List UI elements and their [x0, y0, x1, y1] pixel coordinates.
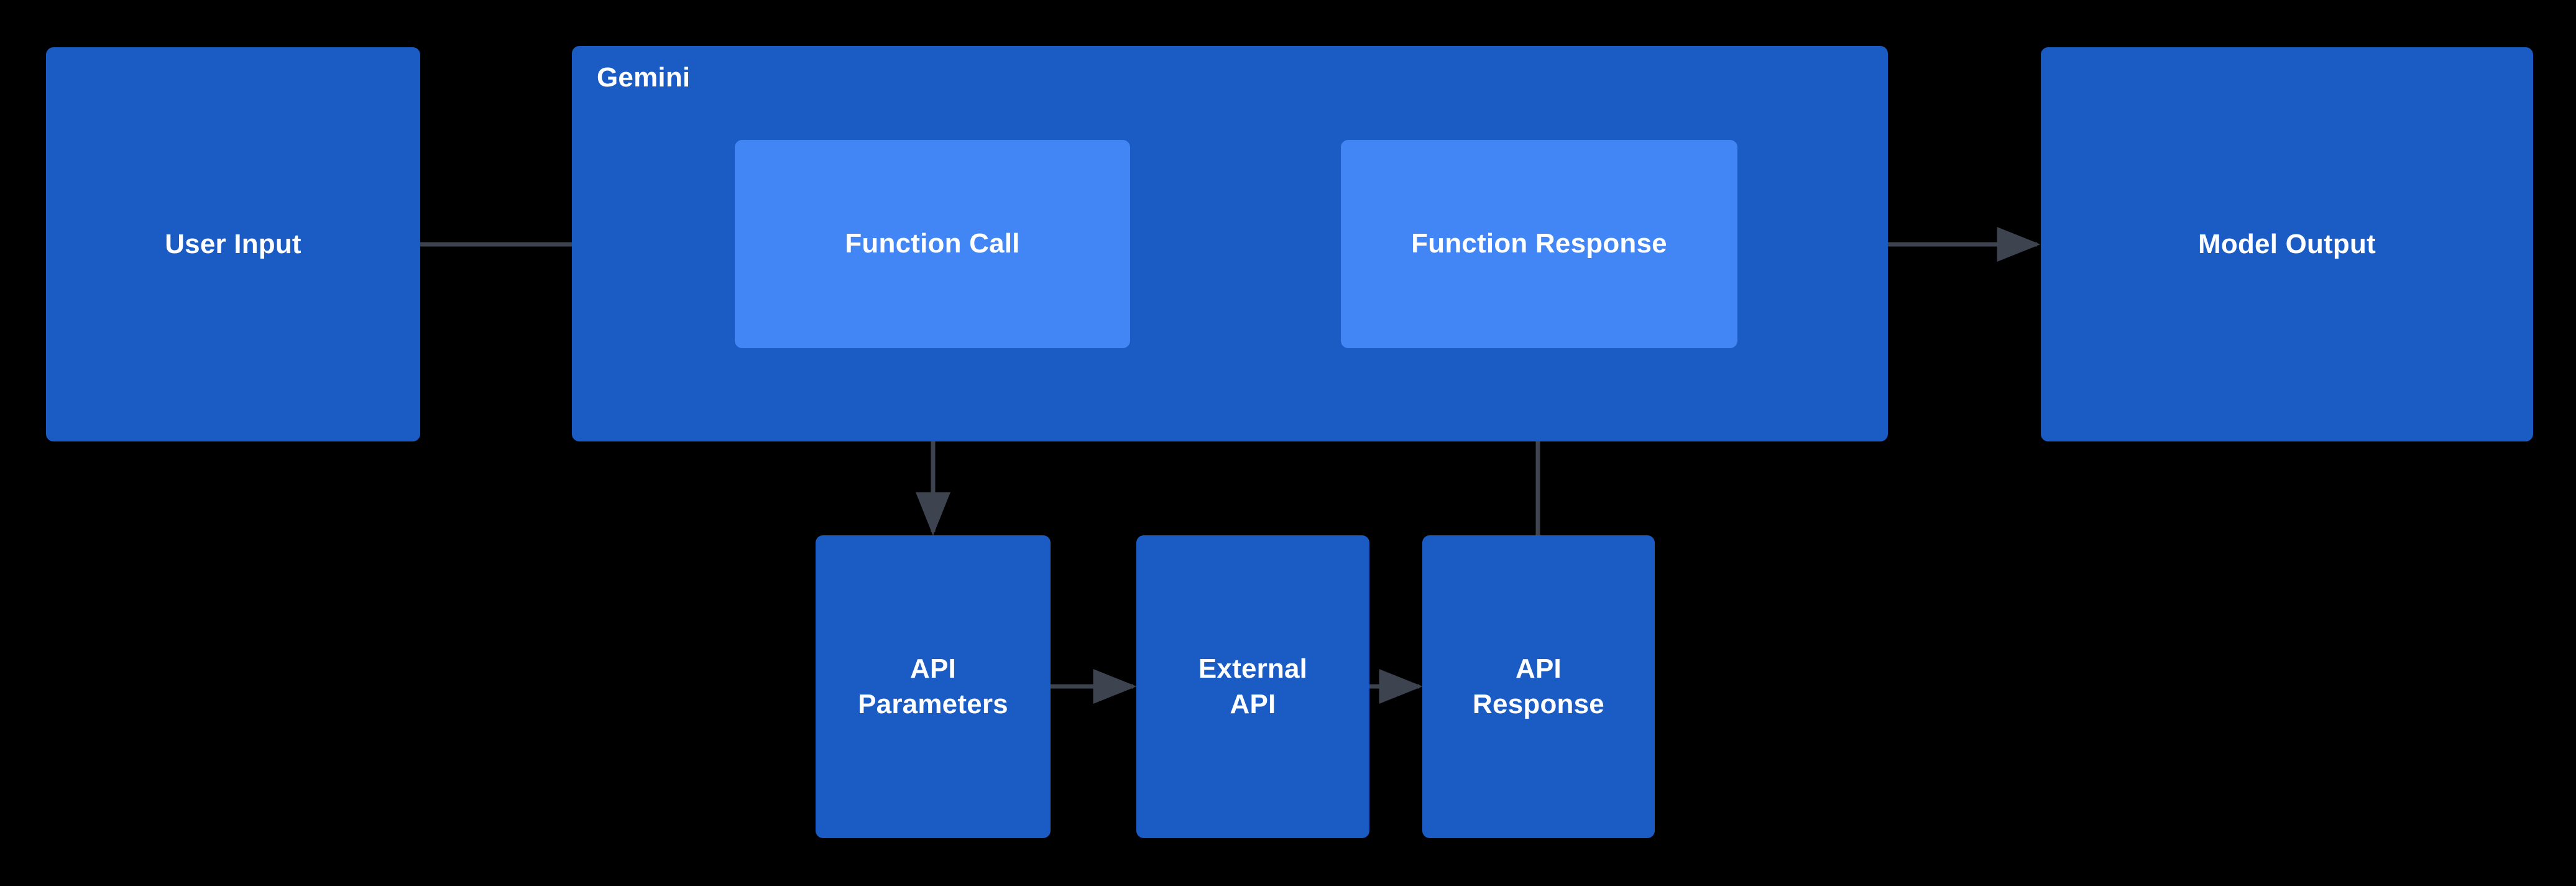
node-user-input-label: User Input [165, 228, 301, 259]
node-function-call-label: Function Call [845, 228, 1020, 259]
node-api-parameters[interactable]: API Parameters [816, 535, 1051, 838]
node-external-api[interactable]: External API [1136, 535, 1369, 838]
node-function-response[interactable]: Function Response [1341, 140, 1737, 348]
node-model-output-label: Model Output [2198, 228, 2376, 259]
node-external-api-label: External API [1198, 653, 1308, 719]
group-gemini-label: Gemini [597, 62, 691, 93]
node-api-response[interactable]: API Response [1422, 535, 1655, 838]
node-api-response-label: API Response [1473, 653, 1604, 719]
node-user-input[interactable]: User Input [46, 47, 420, 441]
node-api-parameters-label: API Parameters [858, 653, 1008, 719]
node-model-output[interactable]: Model Output [2041, 47, 2533, 441]
node-function-response-label: Function Response [1411, 228, 1667, 259]
node-function-call[interactable]: Function Call [735, 140, 1130, 348]
